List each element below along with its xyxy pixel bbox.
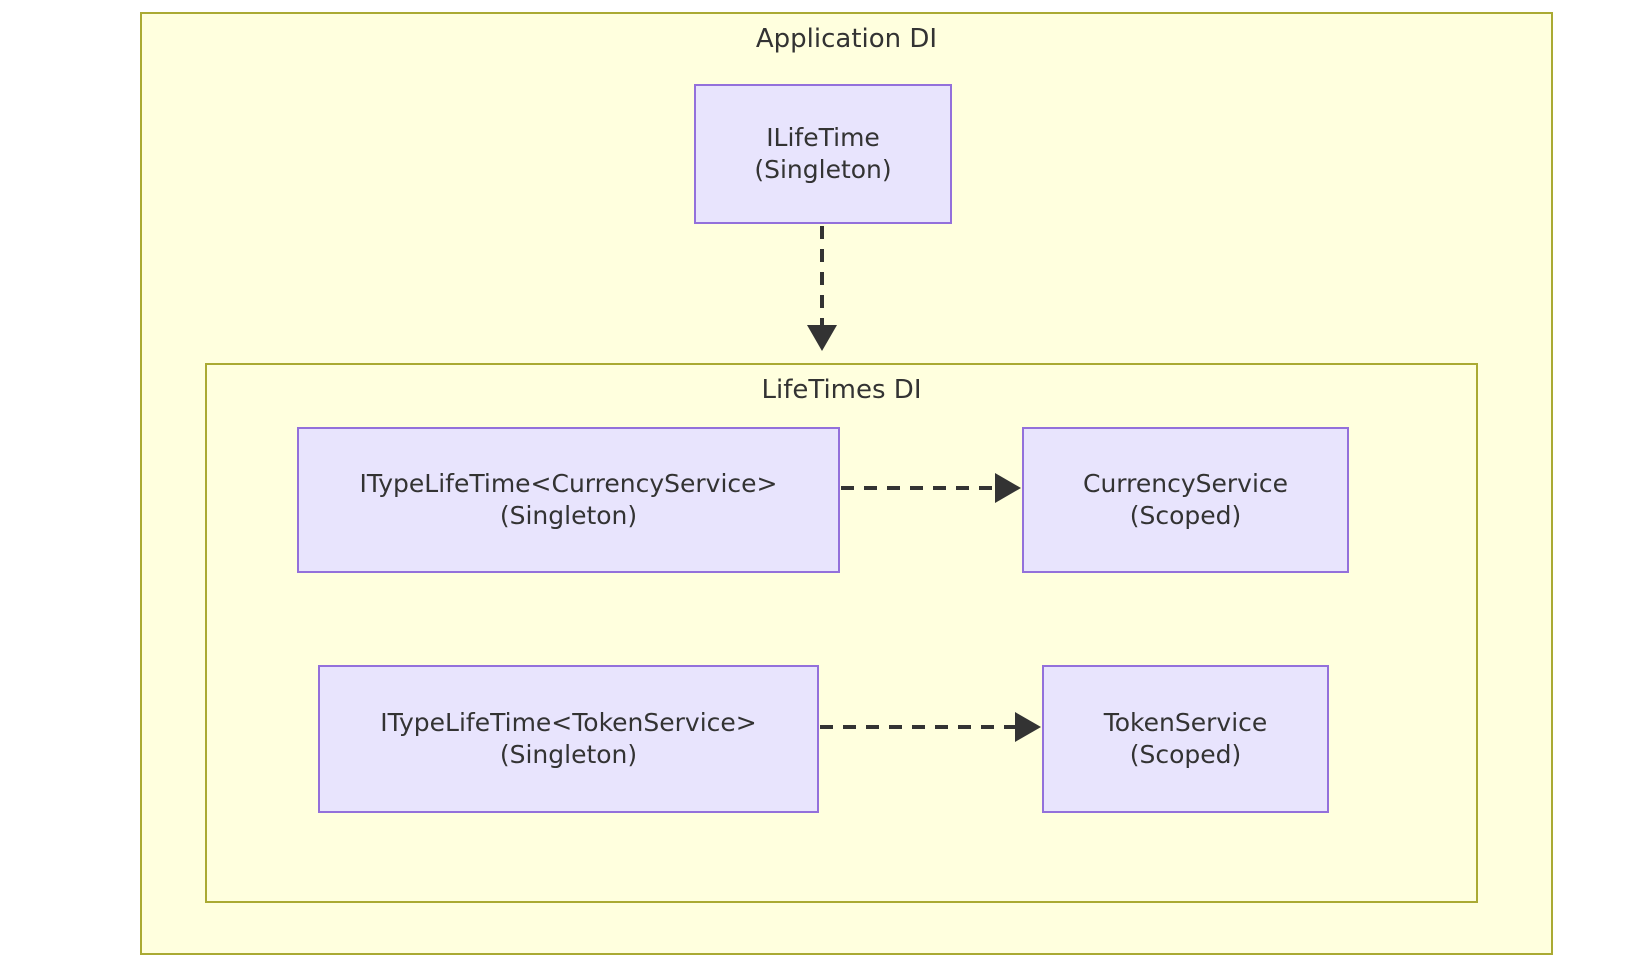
node-currencyservice-lifetime: (Scoped) <box>1129 501 1242 530</box>
node-itypelifetime-tokenservice-lifetime: (Singleton) <box>499 740 638 769</box>
node-ilifetime-name: ILifeTime <box>766 123 880 152</box>
node-itypelifetime-tokenservice[interactable]: ITypeLifeTime<TokenService> (Singleton) <box>318 665 819 813</box>
node-itypelifetime-currencyservice-name: ITypeLifeTime<CurrencyService> <box>359 469 778 498</box>
node-itypelifetime-tokenservice-name: ITypeLifeTime<TokenService> <box>380 708 757 737</box>
cluster-application-di-label: Application DI <box>755 24 938 54</box>
node-tokenservice-name: TokenService <box>1103 708 1268 737</box>
node-tokenservice-lifetime: (Scoped) <box>1129 740 1242 769</box>
node-itypelifetime-currencyservice-lifetime: (Singleton) <box>499 501 638 530</box>
node-itypelifetime-currencyservice[interactable]: ITypeLifeTime<CurrencyService> (Singleto… <box>297 427 840 573</box>
node-ilifetime[interactable]: ILifeTime (Singleton) <box>694 84 952 224</box>
node-currencyservice-name: CurrencyService <box>1082 469 1289 498</box>
cluster-lifetimes-di-label: LifeTimes DI <box>761 375 922 405</box>
node-tokenservice[interactable]: TokenService (Scoped) <box>1042 665 1329 813</box>
node-ilifetime-lifetime: (Singleton) <box>754 155 892 184</box>
node-currencyservice[interactable]: CurrencyService (Scoped) <box>1022 427 1349 573</box>
